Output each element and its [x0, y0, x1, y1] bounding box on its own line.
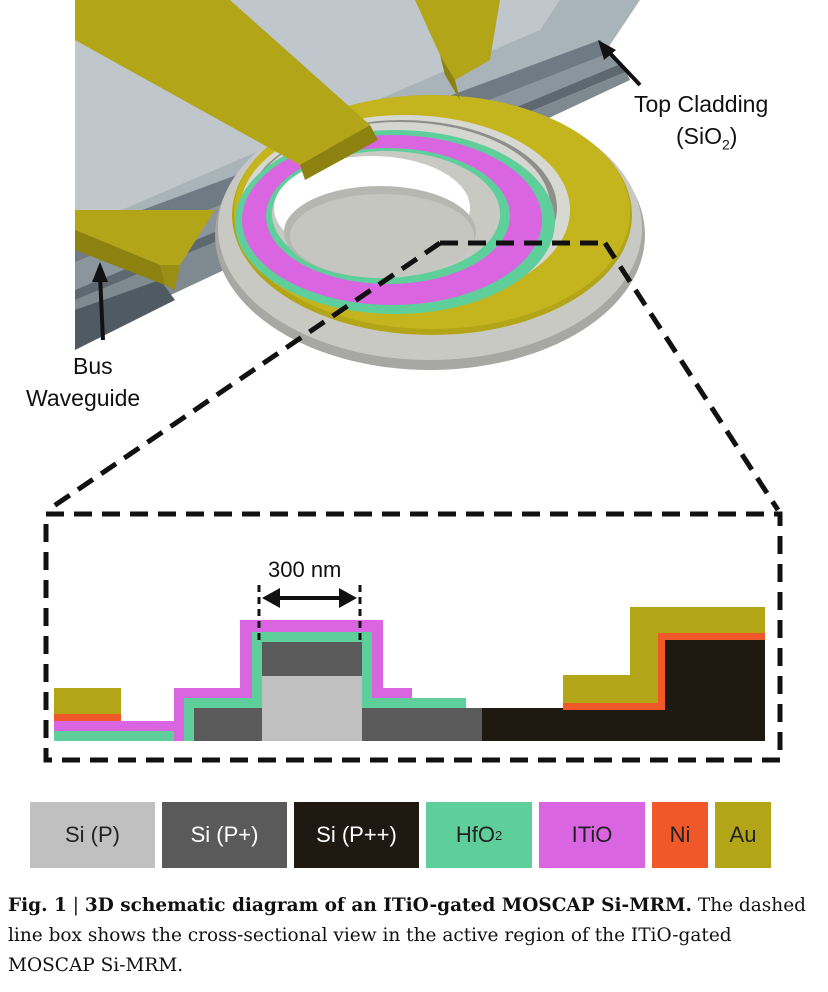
caption-body: The dashed line box shows the cross-sect…	[8, 895, 807, 976]
zoom-guides	[46, 240, 781, 513]
schematic-figure	[43, 0, 783, 763]
legend-au: Au	[715, 802, 771, 868]
top-cladding-material-label: (SiO2)	[676, 123, 738, 153]
bus-label-line1: Bus	[73, 353, 113, 379]
legend-ni: Ni	[652, 802, 708, 868]
caption-separator: |	[66, 895, 85, 916]
cross-section	[43, 511, 783, 763]
caption-fig-number: Fig. 1	[8, 895, 67, 916]
figure-caption: Fig. 1 | 3D schematic diagram of an ITiO…	[8, 891, 820, 981]
legend-itio: ITiO	[539, 802, 645, 868]
legend-si-p-plus-plus: Si (P++)	[294, 802, 419, 868]
legend-si-p-plus: Si (P+)	[162, 802, 287, 868]
dimension-label: 300 nm	[268, 557, 342, 582]
caption-title: 3D schematic diagram of an ITiO-gated MO…	[84, 895, 692, 916]
top-cladding-label: Top Cladding	[634, 91, 769, 117]
bus-label-line2: Waveguide	[26, 385, 141, 411]
legend-si-p: Si (P)	[30, 802, 155, 868]
3d-schematic	[75, 0, 645, 370]
